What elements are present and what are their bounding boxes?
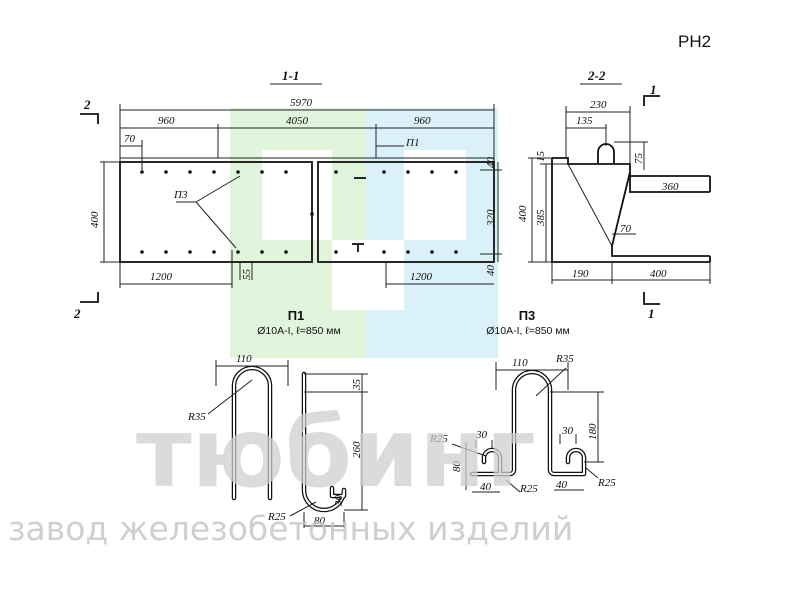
dim-p1-hook: 30 xyxy=(333,495,345,508)
watermark-brand: тюбинг xyxy=(136,397,536,509)
dim-bottom-left: 190 xyxy=(572,268,589,280)
callout-p1: П1 xyxy=(405,137,419,149)
dim-right-segment: 960 xyxy=(414,115,431,127)
dim-p3-hook-right: 30 xyxy=(561,425,574,437)
cut-mark-2-bottom: 2 xyxy=(73,306,81,321)
dim-p1-bottom-width: 80 xyxy=(314,515,326,527)
dim-p3-r-right: R25 xyxy=(597,477,616,489)
dim-p3-width: 110 xyxy=(512,357,528,369)
bar-p1-drawing: 110 R35 xyxy=(187,353,289,501)
dim-bottom-cover: 40 xyxy=(485,265,497,277)
dim-left-bottom: 1200 xyxy=(150,271,173,283)
cut-mark-1-top: 1 xyxy=(650,82,657,97)
dim-p1-radius-bottom: R25 xyxy=(267,511,286,523)
rebar-dots xyxy=(140,170,458,254)
dim-top-cover: 40 xyxy=(485,157,497,169)
dim-right-bottom: 1200 xyxy=(410,271,433,283)
logo-watermark-blocks xyxy=(230,108,498,358)
dim-body-height: 385 xyxy=(535,209,547,227)
cut-mark-2-top: 2 xyxy=(83,97,91,112)
dim-p3-left-height: 80 xyxy=(451,461,463,473)
sheet-code: РН2 xyxy=(678,32,711,51)
section-2-2: 2-2 1 1 230 135 75 400 15 3 xyxy=(517,68,711,321)
beam-outline-right xyxy=(317,161,495,263)
bar-p1-spec: Ø10А-I, ℓ=850 мм xyxy=(257,325,341,337)
dim-edge-offset: 70 xyxy=(124,133,136,145)
dim-top-bar-length: 360 xyxy=(661,181,679,193)
dim-small-offset: 70 xyxy=(620,223,632,235)
dim-p3-radius-top: R35 xyxy=(555,353,574,365)
section-2-2-title: 2-2 xyxy=(587,68,606,83)
section-2-2-outline xyxy=(551,158,710,263)
bar-p1-u-view: 35 260 30 R25 80 xyxy=(267,371,368,528)
dim-total-height: 400 xyxy=(517,205,529,222)
dim-top-ledge: 15 xyxy=(535,151,547,163)
dim-top-width: 230 xyxy=(590,99,607,111)
dim-p1-radius-top: R35 xyxy=(187,411,206,423)
dim-height: 400 xyxy=(89,211,101,228)
dim-p1-top-gap: 35 xyxy=(351,379,363,392)
section-1-1: 1-1 2 2 5970 960 4050 960 70 400 xyxy=(73,68,502,321)
beam-outline-left xyxy=(119,161,313,263)
watermark-tagline: завод железобетонных изделий xyxy=(8,509,573,548)
dim-p3-r-left: R25 xyxy=(429,433,448,445)
section-1-1-title: 1-1 xyxy=(282,68,299,83)
dim-p1-width: 110 xyxy=(236,353,252,365)
dim-p3-right-base: 40 xyxy=(556,479,568,491)
dim-p3-hook-left: 30 xyxy=(475,429,488,441)
dim-p1-height: 260 xyxy=(351,441,363,458)
dim-p3-right-height: 180 xyxy=(587,423,599,440)
bar-p3-drawing: 110 R35 R25 30 80 40 R25 30 180 40 R25 xyxy=(429,353,616,495)
bar-p3-spec: Ø10А-I, ℓ=850 мм xyxy=(486,325,570,337)
dim-small-gap: 55 xyxy=(241,269,253,281)
callout-p3: П3 xyxy=(173,189,188,201)
dim-total-length: 5970 xyxy=(290,97,313,109)
dim-middle-segment: 4050 xyxy=(286,115,309,127)
bar-p1-title: П1 xyxy=(288,308,305,323)
dim-bottom-right: 400 xyxy=(650,268,667,280)
dim-inner-width: 135 xyxy=(576,115,593,127)
bar-p3-title: П3 xyxy=(519,308,536,323)
dim-p3-r-mid: R25 xyxy=(519,483,538,495)
dim-left-segment: 960 xyxy=(158,115,175,127)
dim-p3-left-base: 40 xyxy=(480,481,492,493)
cut-mark-1-bottom: 1 xyxy=(648,306,655,321)
dim-mid-height: 320 xyxy=(485,209,497,227)
dim-hook-height: 75 xyxy=(633,153,645,165)
